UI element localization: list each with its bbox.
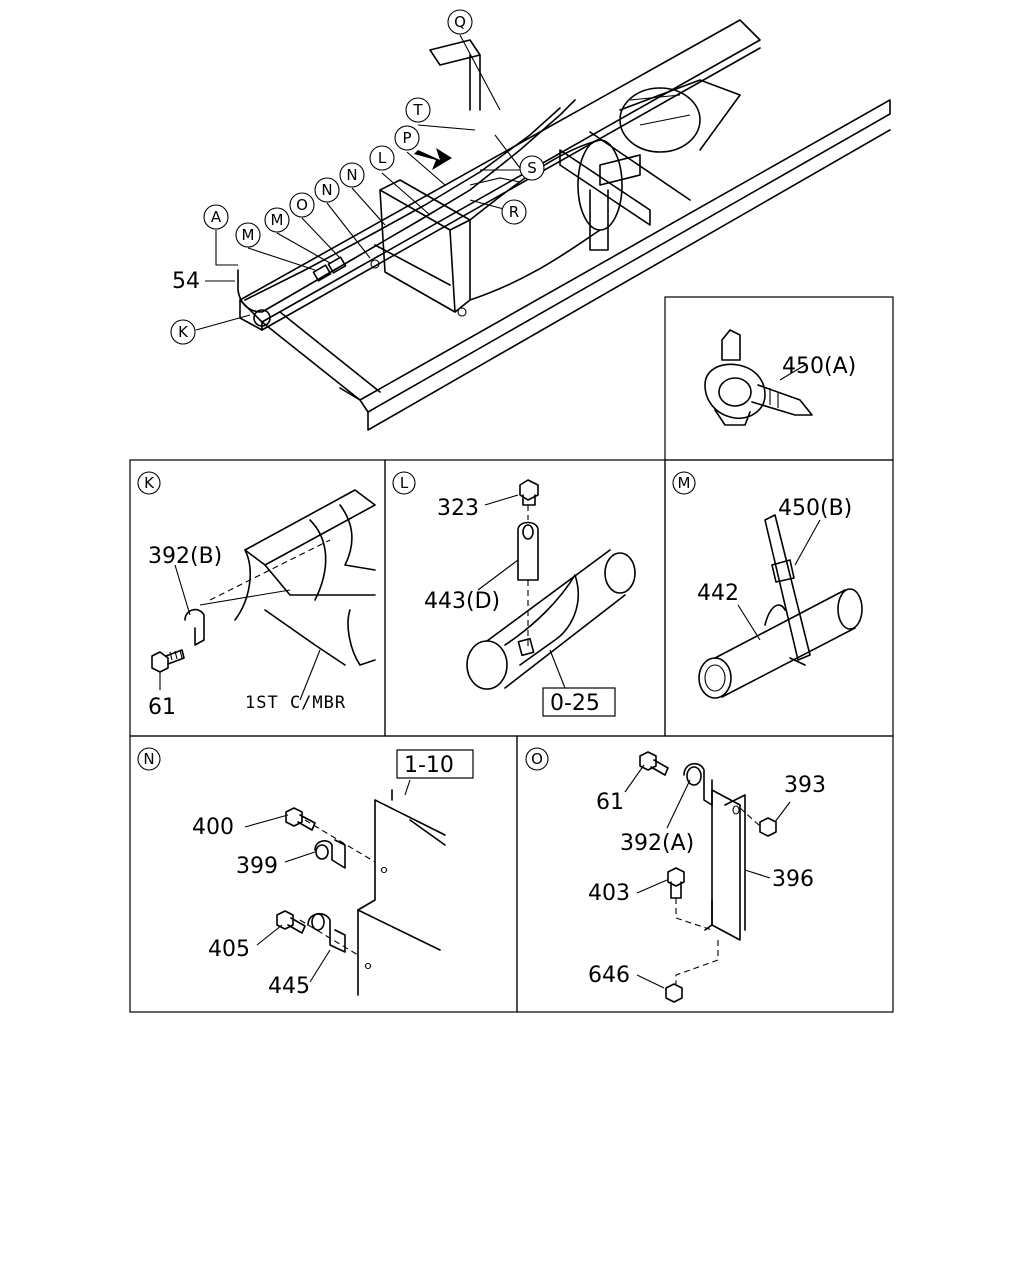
panel-m: M 450(B) 442: [672, 471, 863, 699]
svg-text:O: O: [531, 750, 543, 768]
part-label-443d: 443(D): [424, 589, 500, 614]
svg-text:Q: Q: [454, 13, 466, 31]
svg-text:O: O: [296, 196, 308, 214]
part-label-399: 399: [236, 854, 278, 879]
svg-text:K: K: [144, 474, 155, 492]
part-label-646: 646: [588, 963, 630, 988]
ref-box-0-25[interactable]: 0-25: [550, 691, 600, 716]
svg-text:P: P: [402, 129, 411, 147]
part-label-400: 400: [192, 815, 234, 840]
panel-o-callout[interactable]: O: [525, 747, 549, 771]
callout-t[interactable]: T: [405, 97, 431, 123]
panel-l: L 323 443(D) 0-25: [392, 471, 636, 717]
panel-o: O 61 392(A) 393 403 396 646: [525, 747, 826, 1003]
svg-text:T: T: [412, 101, 423, 119]
chassis-main-view: 54: [172, 19, 891, 431]
callout-s[interactable]: S: [519, 155, 545, 181]
panel-clamp-450a: 450(A): [704, 329, 856, 426]
svg-text:N: N: [346, 166, 357, 184]
part-label-396: 396: [772, 867, 814, 892]
part-label-442: 442: [697, 581, 739, 606]
svg-text:A: A: [211, 208, 222, 226]
part-label-61-o: 61: [596, 790, 624, 815]
part-label-61-k: 61: [148, 695, 176, 720]
svg-text:S: S: [527, 159, 537, 177]
part-label-392a: 392(A): [620, 831, 694, 856]
callout-q[interactable]: Q: [447, 9, 473, 35]
part-label-54: 54: [172, 269, 200, 294]
callout-m-1[interactable]: M: [235, 222, 261, 248]
direction-arrow-icon: [414, 148, 452, 170]
panel-m-callout[interactable]: M: [672, 471, 696, 495]
svg-text:N: N: [143, 750, 154, 768]
part-label-392b: 392(B): [148, 544, 222, 569]
part-label-393: 393: [784, 773, 826, 798]
part-label-450b: 450(B): [778, 496, 852, 521]
callout-n-2[interactable]: N: [339, 162, 365, 188]
svg-text:L: L: [378, 149, 387, 167]
part-label-445: 445: [268, 974, 310, 999]
callout-o[interactable]: O: [289, 192, 315, 218]
part-label-323: 323: [437, 496, 479, 521]
svg-text:M: M: [271, 211, 284, 229]
callout-k-main[interactable]: K: [170, 319, 196, 345]
callout-r[interactable]: R: [501, 199, 527, 225]
ref-box-1-10[interactable]: 1-10: [404, 753, 454, 778]
panel-grid: [129, 296, 894, 1013]
panel-k: K 392(B) 61 1ST C/MBR: [137, 471, 376, 720]
panel-n-callout[interactable]: N: [137, 747, 161, 771]
panel-l-callout[interactable]: L: [392, 471, 416, 495]
part-label-450a: 450(A): [782, 354, 856, 379]
part-label-405: 405: [208, 937, 250, 962]
part-label-403: 403: [588, 881, 630, 906]
callout-l[interactable]: L: [369, 145, 395, 171]
panel-n: N 1-10 400 399 405 445: [137, 747, 474, 999]
member-label: 1ST C/MBR: [245, 693, 346, 713]
svg-text:N: N: [321, 181, 332, 199]
svg-text:M: M: [678, 474, 691, 492]
callout-p[interactable]: P: [394, 125, 420, 151]
callout-m-2[interactable]: M: [264, 207, 290, 233]
callout-a[interactable]: A: [203, 204, 229, 230]
panel-k-callout[interactable]: K: [137, 471, 161, 495]
svg-text:L: L: [400, 474, 409, 492]
svg-text:M: M: [242, 226, 255, 244]
svg-text:R: R: [509, 203, 519, 221]
callout-n-1[interactable]: N: [314, 177, 340, 203]
svg-text:K: K: [178, 323, 189, 341]
